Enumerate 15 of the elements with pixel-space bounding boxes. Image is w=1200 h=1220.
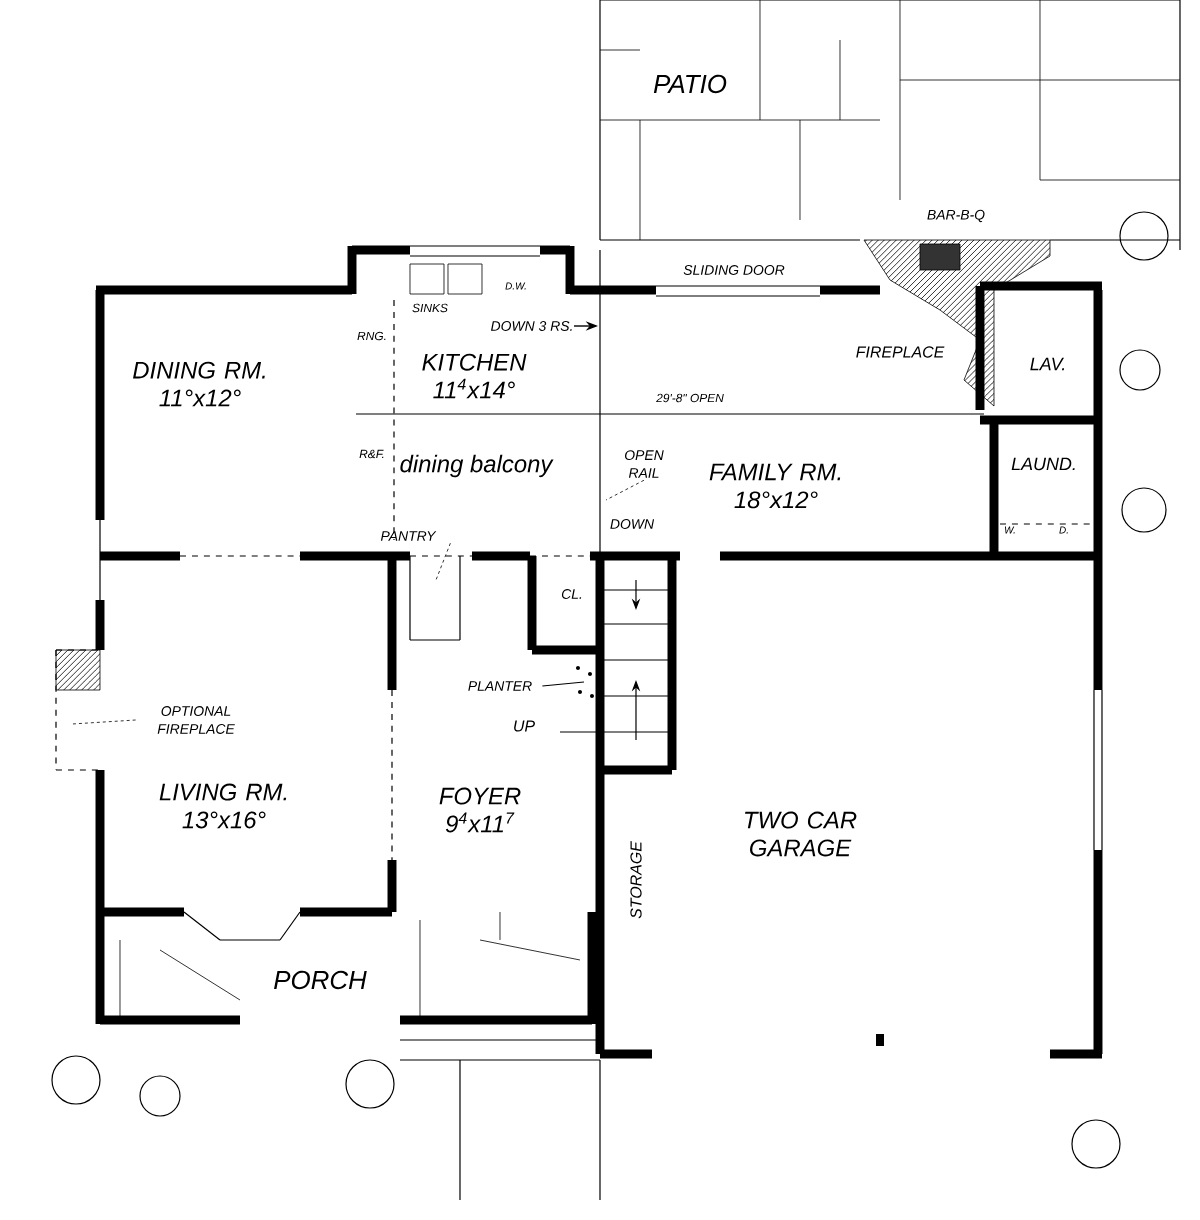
room-label: FAMILY RM. 18°x12°: [709, 463, 841, 509]
room-label: FOYER 9$^{4}$x11$^{7}$: [439, 787, 521, 833]
room-label: PATIO: [653, 74, 727, 94]
room-label: DINING RM. 11°x12°: [133, 361, 265, 407]
leader-line: [435, 542, 451, 581]
leader-line: [71, 719, 136, 725]
room-label: LAV.: [1030, 357, 1065, 371]
room-label: LAUND.: [1011, 457, 1075, 471]
leader-line: [541, 681, 585, 687]
room-label: LIVING RM. 13°x16°: [159, 783, 287, 829]
room-note: dining balcony: [400, 454, 554, 478]
room-label: KITCHEN 11$^{4}$x14°: [422, 353, 527, 399]
leader-line: [605, 479, 645, 501]
room-label: PORCH: [274, 970, 367, 990]
room-label: TWO CAR GARAGE: [745, 811, 857, 857]
